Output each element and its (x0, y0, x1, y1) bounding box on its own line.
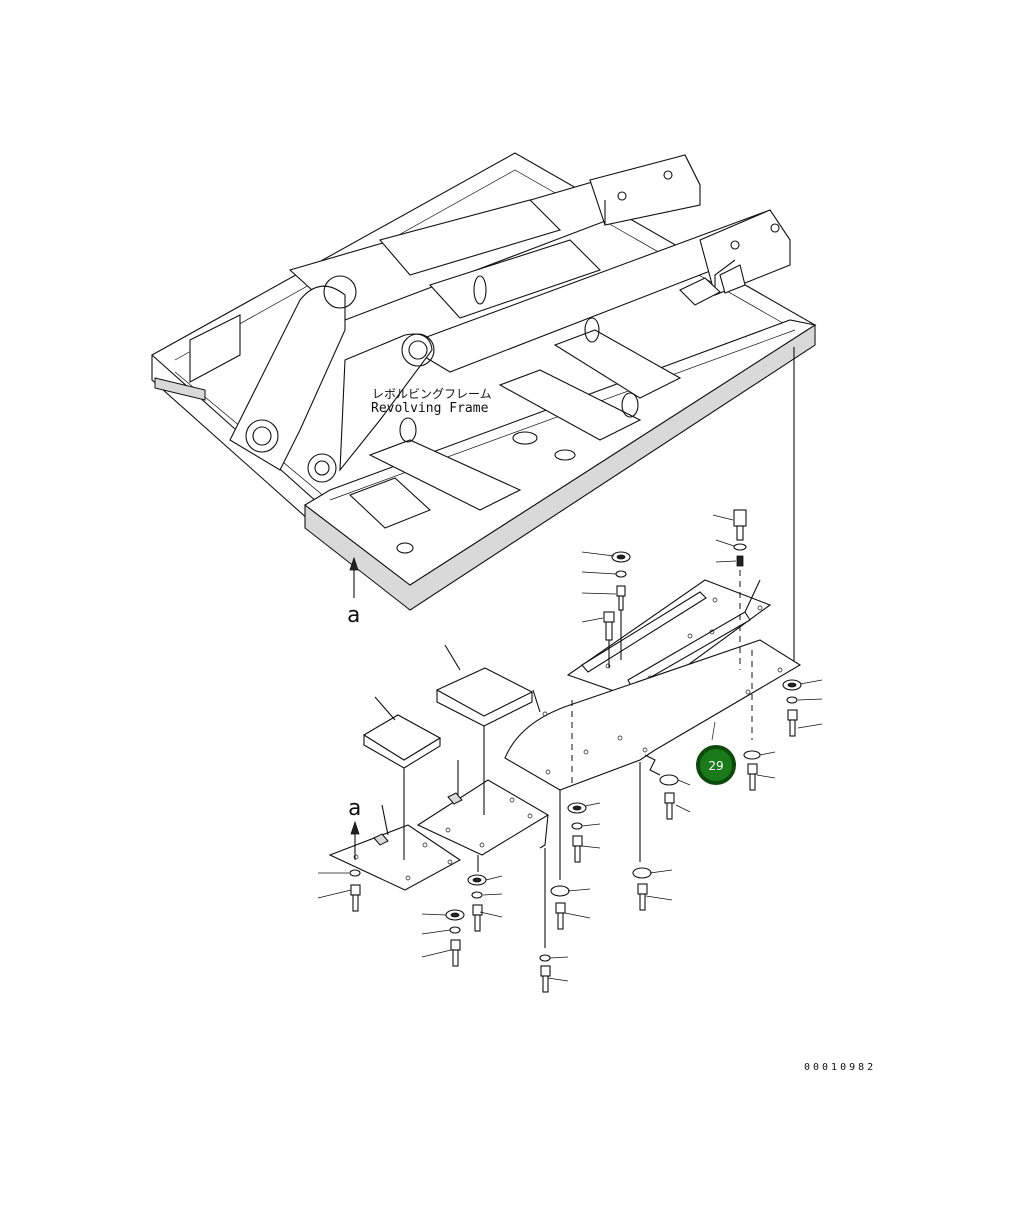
frame-label-japanese: レボルビングフレーム (372, 387, 492, 401)
view-marker-label: a (348, 796, 361, 821)
revolving-frame-drawing (151, 152, 817, 611)
fasteners (349, 509, 802, 993)
left-cover-plates (328, 644, 550, 891)
view-marker-a-frame: a (347, 556, 360, 628)
leader-lines (317, 514, 823, 982)
callout-number[interactable]: 29 (708, 759, 723, 773)
view-marker-a-plates: a (348, 796, 361, 860)
callout-circle[interactable] (696, 745, 736, 785)
main-cover-plate (504, 639, 802, 791)
frame-label: レボルビングフレーム Revolving Frame (371, 387, 492, 416)
upper-right-cover (566, 579, 772, 701)
view-marker-label: a (347, 603, 360, 628)
drawing-number: 00010982 (804, 1062, 876, 1073)
frame-label-english: Revolving Frame (371, 401, 489, 416)
callout-badge[interactable]: 29 (696, 745, 736, 785)
